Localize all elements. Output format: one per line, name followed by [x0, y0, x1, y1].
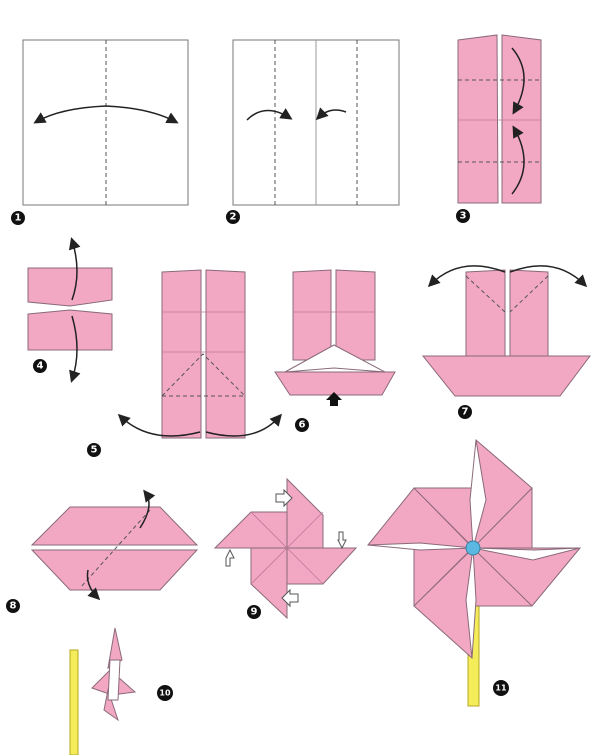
step-2 [232, 39, 400, 206]
step-8 [30, 489, 199, 601]
step-badge-5: 5 [87, 443, 101, 457]
step-badge-11: 11 [493, 680, 509, 696]
svg-text:9: 9 [251, 607, 258, 618]
step-3 [457, 34, 542, 204]
step-badge-10: 10 [157, 685, 173, 701]
svg-text:2: 2 [230, 212, 237, 223]
step-badge-7: 7 [458, 405, 472, 419]
svg-text:6: 6 [299, 420, 306, 431]
step-11 [366, 438, 582, 707]
svg-text:5: 5 [91, 445, 98, 456]
step-1 [22, 39, 189, 206]
svg-text:7: 7 [462, 407, 469, 418]
step-5 [117, 269, 282, 439]
svg-text:8: 8 [10, 601, 17, 612]
svg-text:11: 11 [495, 684, 507, 693]
step-badge-4: 4 [33, 359, 47, 373]
step-10 [69, 627, 137, 755]
svg-text:1: 1 [15, 213, 22, 224]
step-badge-9: 9 [247, 605, 261, 619]
svg-text:10: 10 [159, 689, 171, 698]
step-4 [27, 237, 113, 383]
step-badge-6: 6 [295, 418, 309, 432]
svg-text:3: 3 [460, 211, 467, 222]
step-badge-2: 2 [226, 210, 240, 224]
step-9 [213, 477, 358, 620]
step-badge-8: 8 [6, 599, 20, 613]
step-badge-1: 1 [11, 211, 25, 225]
pin [465, 540, 481, 556]
step-badge-3: 3 [456, 209, 470, 223]
step-7 [421, 265, 591, 397]
step-6 [274, 269, 396, 406]
stick [69, 649, 79, 755]
svg-text:4: 4 [37, 361, 44, 372]
